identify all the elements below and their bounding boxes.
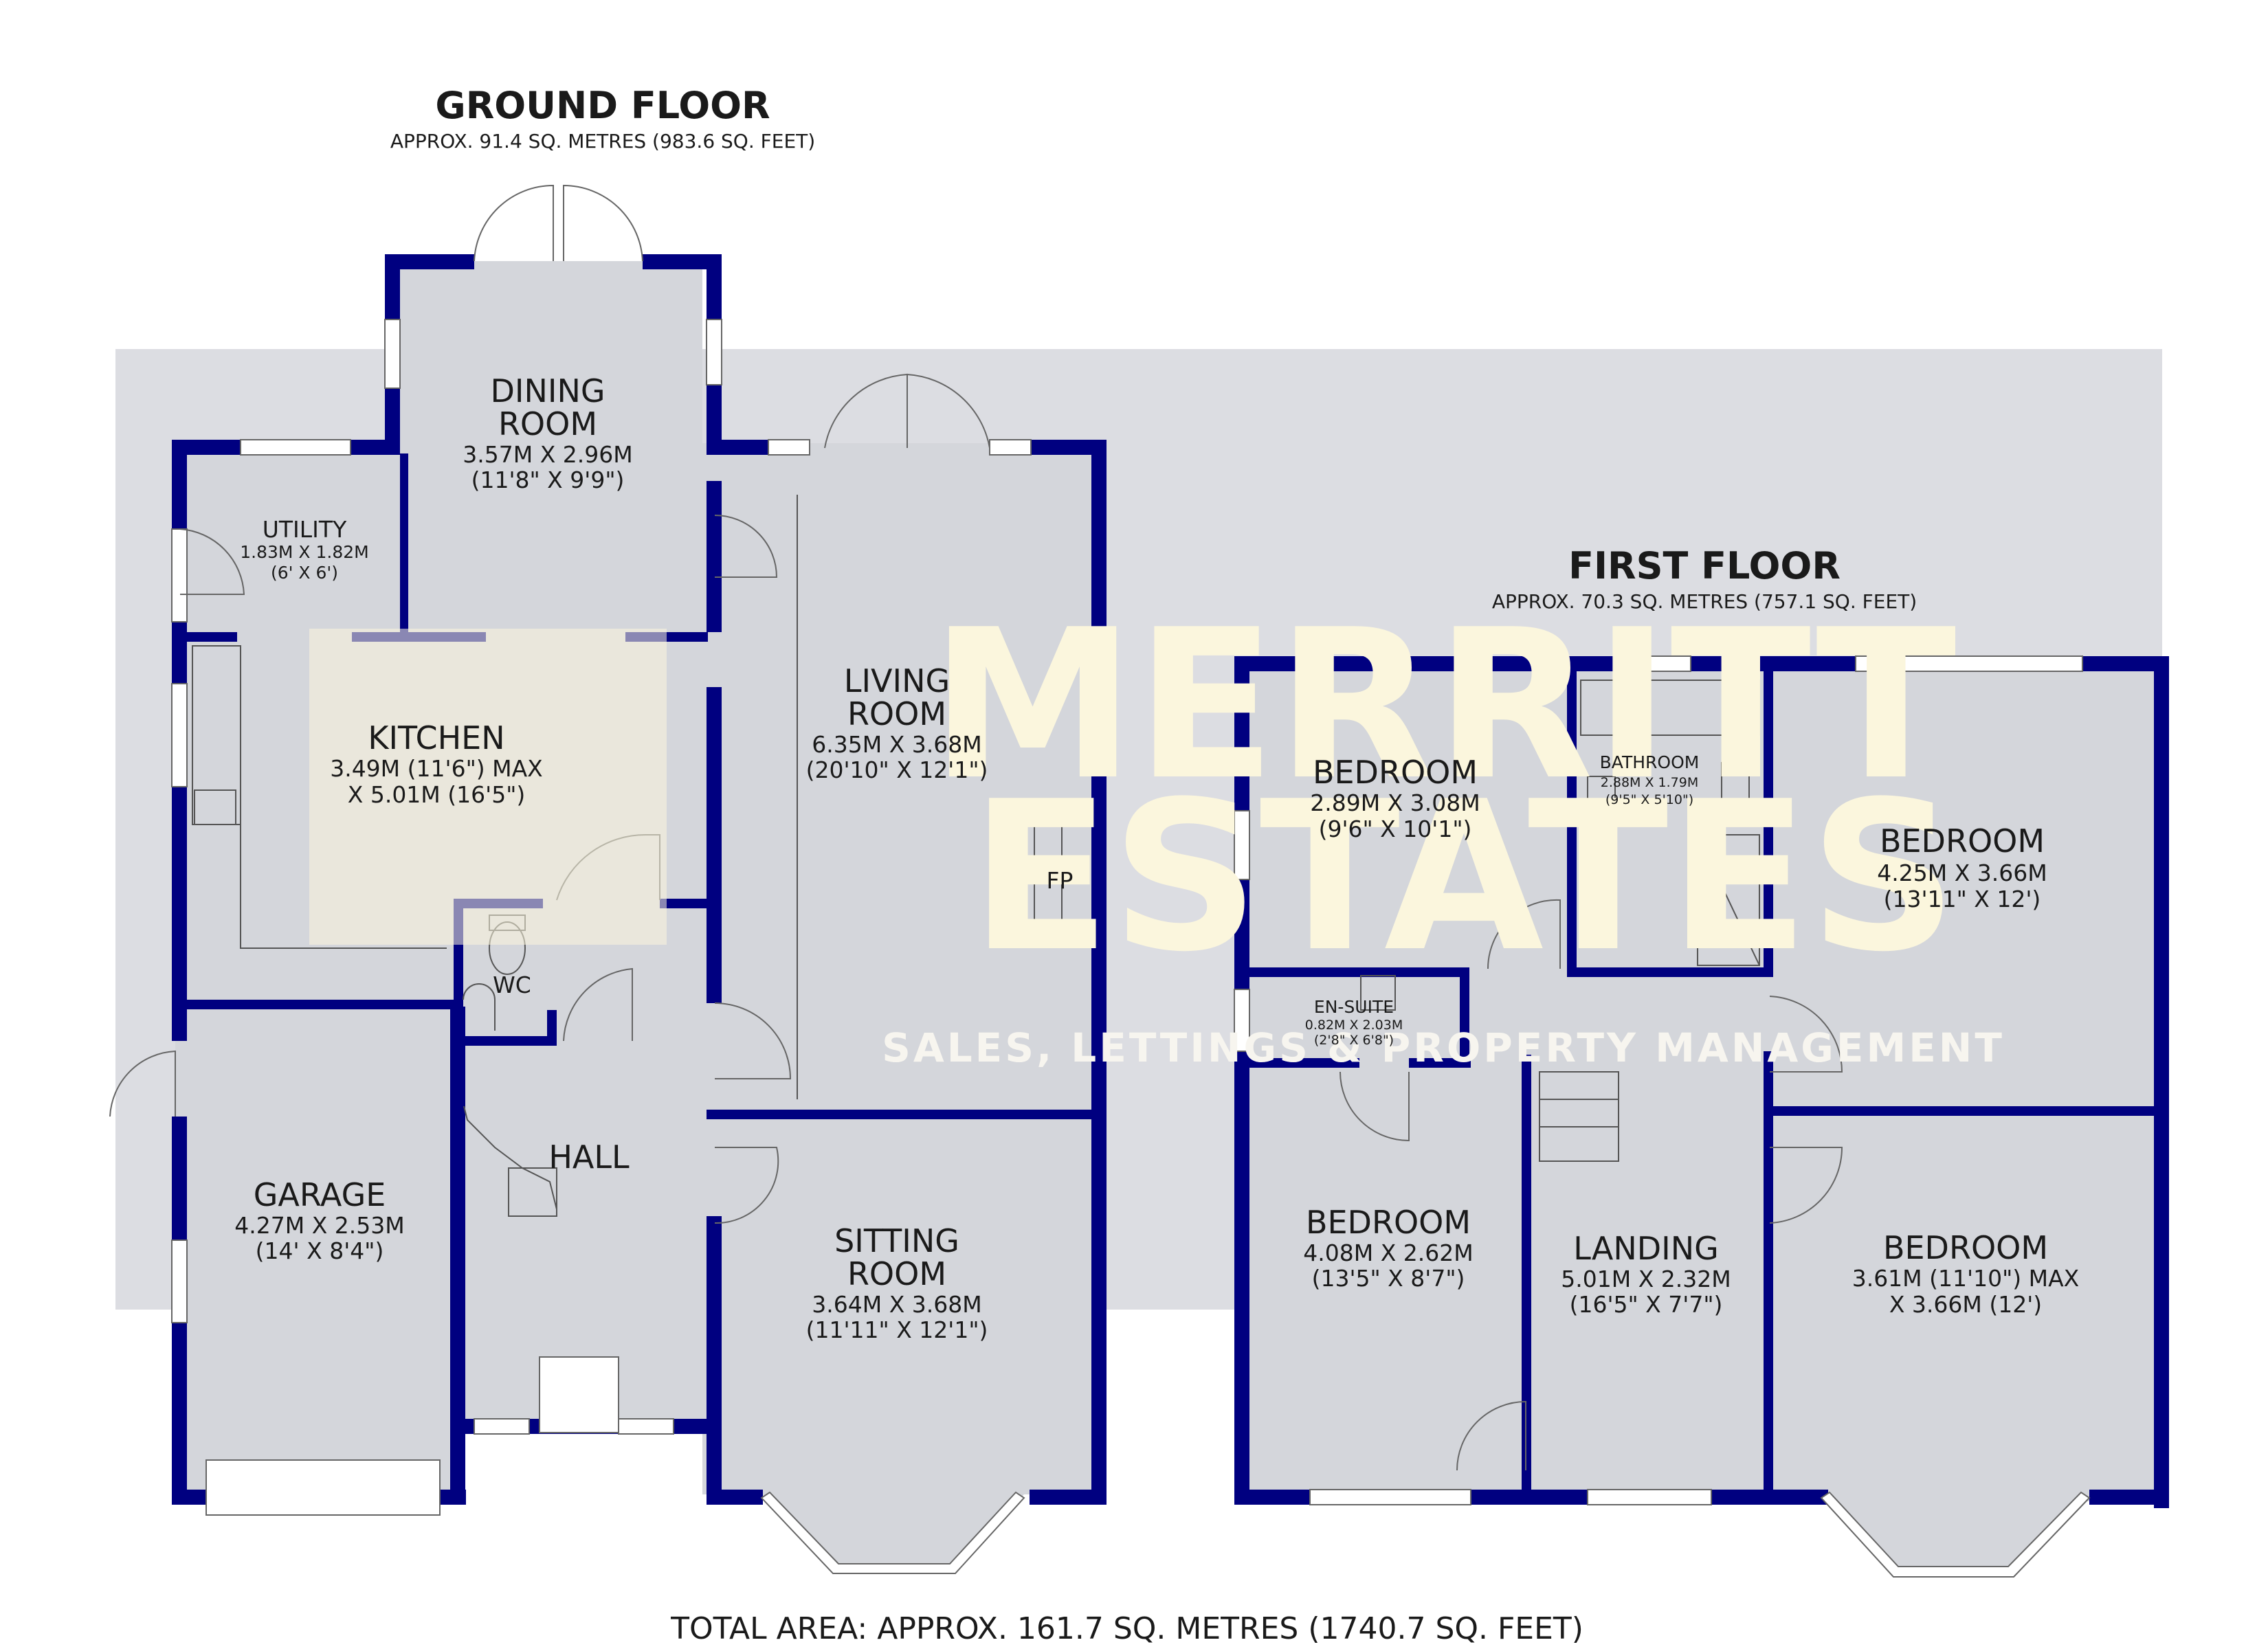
sitting-room-name-2: ROOM xyxy=(847,1255,946,1292)
sitting-room-dim-1: 3.64M X 3.68M xyxy=(812,1291,981,1318)
living-room-name-2: ROOM xyxy=(847,695,946,732)
watermark-line-2: ESTATES xyxy=(970,757,1958,997)
dining-room-dim-2: (11'8" X 9'9") xyxy=(471,467,625,493)
living-room-dim-2: (20'10" X 12'1") xyxy=(806,756,988,783)
bedroom-b-dim-1: 4.25M X 3.66M xyxy=(1877,860,2047,886)
first-floor-area: APPROX. 70.3 SQ. METRES (757.1 SQ. FEET) xyxy=(1492,590,1917,613)
watermark-logo-box xyxy=(309,629,667,945)
ground-floor-title: GROUND FLOOR xyxy=(435,84,770,127)
ground-floor-area: APPROX. 91.4 SQ. METRES (983.6 SQ. FEET) xyxy=(390,130,815,153)
bedroom-d-name: BEDROOM xyxy=(1883,1229,2048,1266)
bedroom-a-name: BEDROOM xyxy=(1313,754,1478,791)
living-room-name-1: LIVING xyxy=(844,662,950,699)
kitchen-dim-2: X 5.01M (16'5") xyxy=(348,781,526,808)
kitchen-name: KITCHEN xyxy=(368,719,504,756)
dining-room-dim-1: 3.57M X 2.96M xyxy=(463,441,632,468)
bedroom-b-dim-2: (13'11" X 12') xyxy=(1884,886,2041,912)
watermark-line-1: MERRITT xyxy=(930,585,1957,825)
bedroom-a-dim-1: 2.89M X 3.08M xyxy=(1310,789,1480,816)
bedroom-c-dim-2: (13'5" X 8'7") xyxy=(1312,1265,1465,1292)
kitchen-dim-1: 3.49M (11'6") MAX xyxy=(330,755,543,782)
first-floor-title: FIRST FLOOR xyxy=(1568,544,1841,587)
living-room-dim-1: 6.35M X 3.68M xyxy=(812,731,981,758)
bedroom-c-dim-1: 4.08M X 2.62M xyxy=(1303,1239,1473,1266)
total-area: TOTAL AREA: APPROX. 161.7 SQ. METRES (17… xyxy=(670,1611,1583,1646)
dining-room-name-2: ROOM xyxy=(498,405,597,442)
watermark-tagline: SALES, LETTINGS & PROPERTY MANAGEMENT xyxy=(882,1024,2005,1071)
bedroom-d-dim-2: X 3.66M (12') xyxy=(1889,1291,2042,1318)
wc-label: WC xyxy=(493,972,531,998)
dining-room-name-1: DINING xyxy=(490,372,605,410)
ensuite-dim-2: (2'8" X 6'8") xyxy=(1314,1033,1394,1048)
bathroom-name: BATHROOM xyxy=(1600,752,1700,772)
landing-dim-1: 5.01M X 2.32M xyxy=(1561,1266,1731,1292)
sitting-room-name-1: SITTING xyxy=(834,1222,959,1259)
garage-dim-2: (14' X 8'4") xyxy=(256,1237,384,1264)
landing-dim-2: (16'5" X 7'7") xyxy=(1570,1291,1723,1318)
bedroom-d-dim-1: 3.61M (11'10") MAX xyxy=(1852,1265,2080,1292)
utility-name: UTILITY xyxy=(263,516,347,543)
landing-name: LANDING xyxy=(1573,1230,1719,1267)
bedroom-b-name: BEDROOM xyxy=(1880,822,2045,860)
ensuite-name: EN-SUITE xyxy=(1314,997,1394,1017)
fireplace-label: FP xyxy=(1047,867,1074,894)
bathroom-dim-1: 2.88M X 1.79M xyxy=(1601,775,1699,790)
garage-dim-1: 4.27M X 2.53M xyxy=(234,1212,404,1239)
sitting-room-dim-2: (11'11" X 12'1") xyxy=(806,1316,988,1343)
bedroom-c-name: BEDROOM xyxy=(1306,1204,1471,1241)
utility-dim-2: (6' X 6') xyxy=(271,563,338,583)
hall-label: HALL xyxy=(548,1138,630,1176)
bathroom-dim-2: (9'5" X 5'10") xyxy=(1605,792,1693,807)
ensuite-dim-1: 0.82M X 2.03M xyxy=(1305,1018,1403,1033)
garage-name: GARAGE xyxy=(254,1176,386,1213)
watermark: MERRITT ESTATES SALES, LETTINGS & PROPER… xyxy=(309,585,2005,1071)
bedroom-a-dim-2: (9'6" X 10'1") xyxy=(1319,816,1472,842)
utility-dim-1: 1.83M X 1.82M xyxy=(240,542,369,562)
first-floor-plan xyxy=(1234,655,2169,1578)
